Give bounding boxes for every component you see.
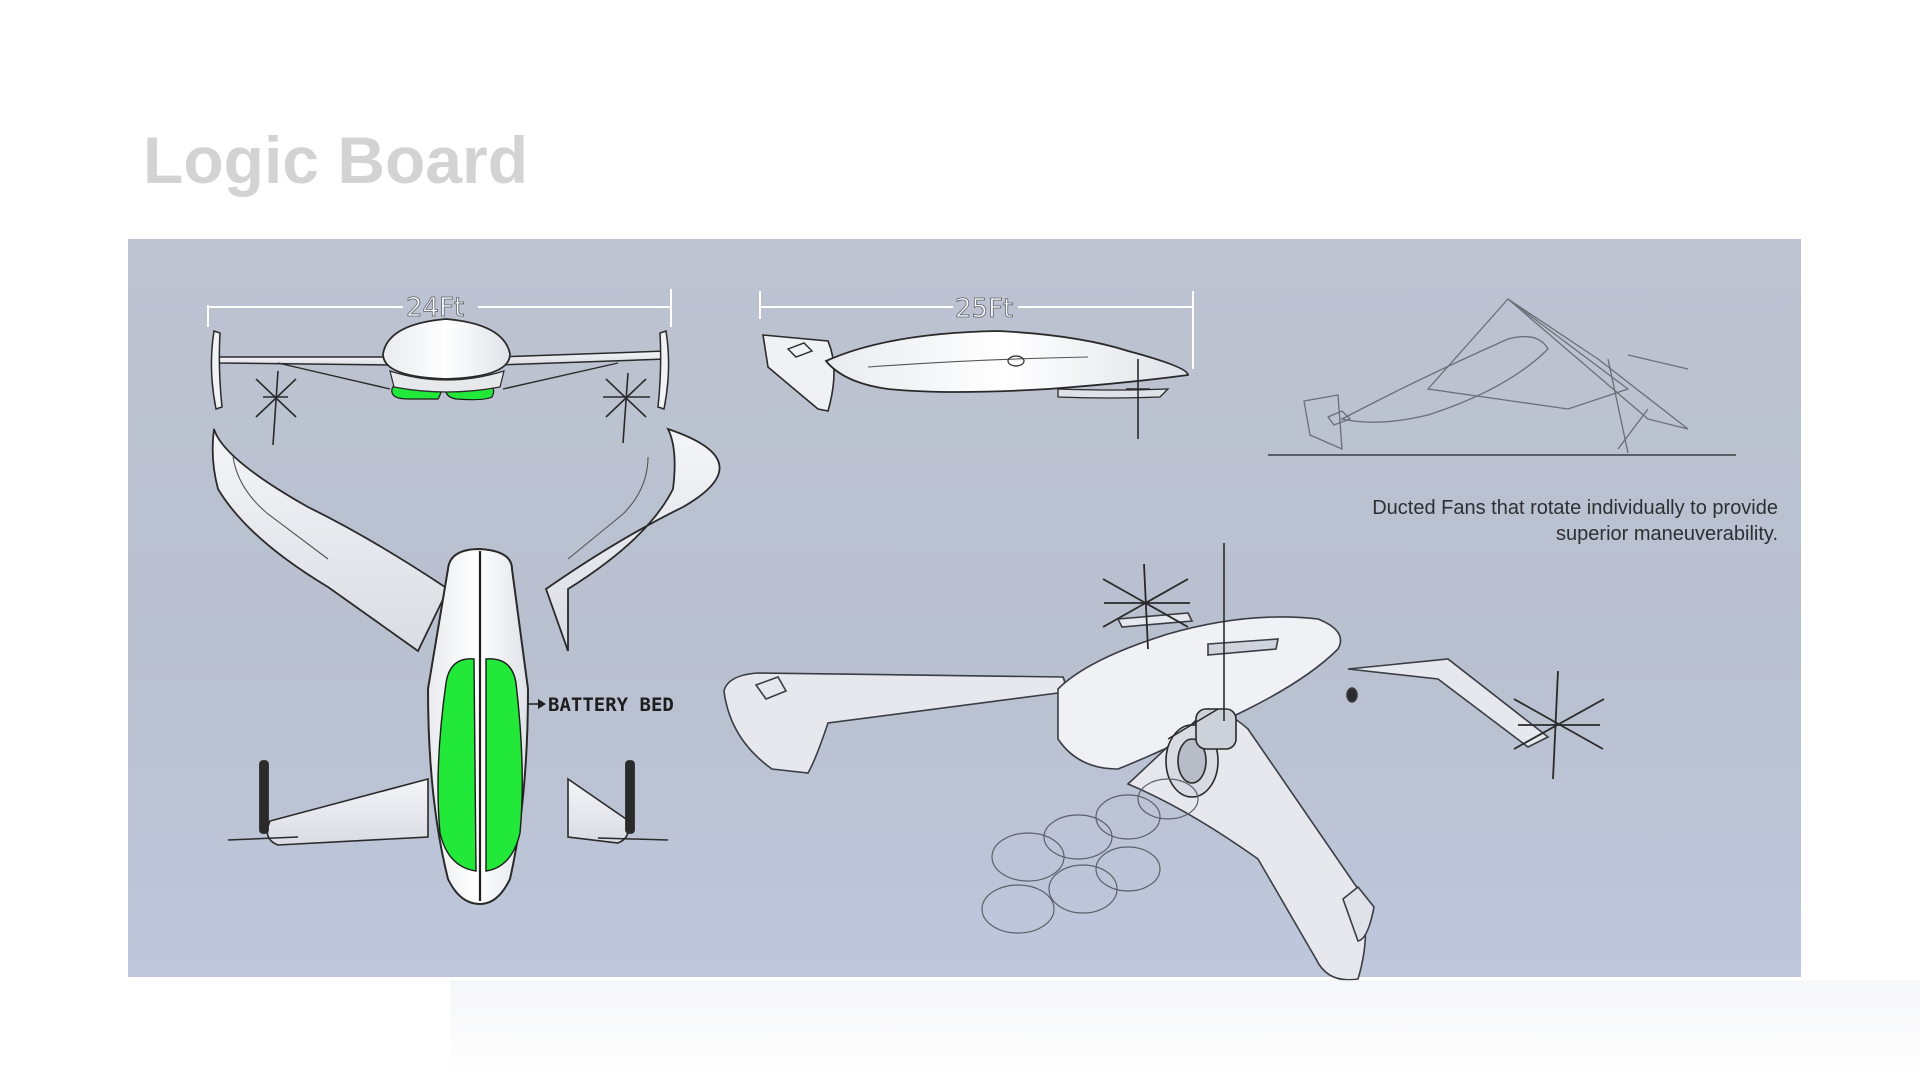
side-view: 25Ft <box>759 291 1194 439</box>
front-view: 24Ft <box>207 289 672 446</box>
callout-line-1: Ducted Fans that rotate individually to … <box>1372 497 1778 519</box>
ducted-fans-callout: Ducted Fans that rotate individually to … <box>1218 495 1778 547</box>
ducted-fan-icon <box>1165 708 1237 798</box>
perspective-render <box>723 543 1605 981</box>
aircraft-sketch: 24Ft <box>207 289 1736 981</box>
callout-line-2: superior maneuverability. <box>1556 523 1778 545</box>
dimension-label-25ft: 25Ft <box>955 294 1013 324</box>
slide-title: Logic Board <box>143 123 529 197</box>
battery-bed-label: BATTERY BED <box>548 694 674 716</box>
perspective-sketch <box>1268 298 1736 456</box>
background-fade <box>450 980 1920 1080</box>
dimension-label-24ft: 24Ft <box>406 293 464 323</box>
top-view: BATTERY BED <box>211 427 721 906</box>
aircraft-sketch-panel: 24Ft <box>128 239 1801 981</box>
